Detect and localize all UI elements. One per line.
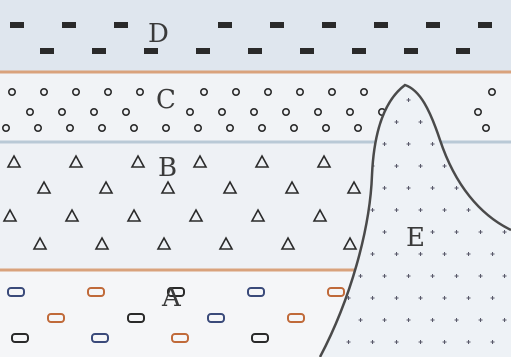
dash-symbol xyxy=(248,48,262,54)
layer-b-label: B xyxy=(158,153,177,183)
dash-symbol xyxy=(218,22,232,28)
layer-d-band xyxy=(0,0,511,72)
dash-symbol xyxy=(92,48,106,54)
dash-symbol xyxy=(196,48,210,54)
dash-symbol xyxy=(300,48,314,54)
dash-symbol xyxy=(456,48,470,54)
dash-symbol xyxy=(374,22,388,28)
dash-symbol xyxy=(270,22,284,28)
layer-d-label: D xyxy=(148,19,169,49)
dash-symbol xyxy=(352,48,366,54)
dash-symbol xyxy=(404,48,418,54)
dash-symbol xyxy=(10,22,24,28)
dash-symbol xyxy=(478,22,492,28)
layer-c-label: C xyxy=(156,85,176,115)
dash-symbol xyxy=(114,22,128,28)
dash-symbol xyxy=(426,22,440,28)
dash-symbol xyxy=(62,22,76,28)
intrusion-e-label: E xyxy=(406,223,425,253)
dash-symbol xyxy=(322,22,336,28)
layer-a-label: A xyxy=(161,283,182,313)
dash-symbol xyxy=(40,48,54,54)
